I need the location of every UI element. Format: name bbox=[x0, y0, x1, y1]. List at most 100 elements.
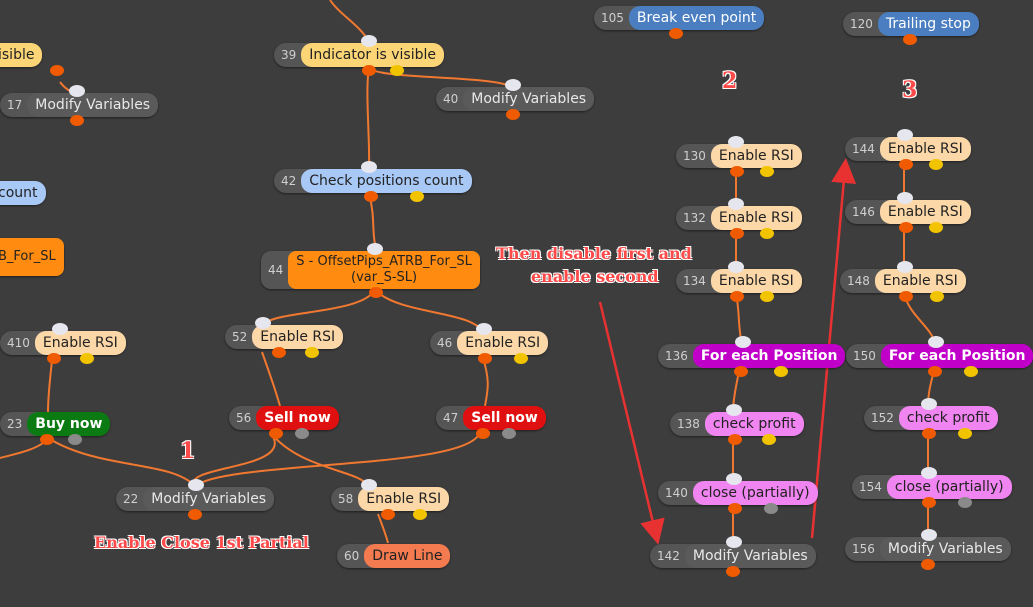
node-22-modify-variables[interactable]: 22 Modify Variables bbox=[116, 479, 275, 520]
alt-output-pin[interactable] bbox=[68, 434, 82, 445]
alt-output-pin[interactable] bbox=[760, 166, 774, 177]
alt-output-pin[interactable] bbox=[502, 428, 516, 439]
input-pin[interactable] bbox=[897, 129, 913, 141]
alt-output-pin[interactable] bbox=[410, 191, 424, 202]
alt-output-pin[interactable] bbox=[774, 366, 788, 377]
alt-output-pin[interactable] bbox=[762, 434, 776, 445]
output-pin[interactable] bbox=[272, 347, 286, 358]
alt-output-pin[interactable] bbox=[413, 509, 427, 520]
input-pin[interactable] bbox=[255, 317, 271, 329]
output-pin[interactable] bbox=[730, 291, 744, 302]
output-pin[interactable] bbox=[921, 559, 935, 570]
input-pin[interactable] bbox=[476, 323, 492, 335]
node-indicator-visible-partial[interactable]: isible bbox=[0, 43, 64, 76]
node-42-check-positions-count[interactable]: 42 Check positions count bbox=[274, 161, 472, 202]
input-pin[interactable] bbox=[928, 336, 944, 348]
alt-output-pin[interactable] bbox=[514, 353, 528, 364]
output-pin[interactable] bbox=[40, 434, 54, 445]
alt-output-pin[interactable] bbox=[80, 353, 94, 364]
alt-output-pin[interactable] bbox=[390, 65, 404, 76]
alt-output-pin[interactable] bbox=[964, 366, 978, 377]
node-132-enable-rsi[interactable]: 132 Enable RSI bbox=[676, 198, 802, 239]
alt-output-pin[interactable] bbox=[958, 497, 972, 508]
input-pin[interactable] bbox=[361, 35, 377, 47]
alt-output-pin[interactable] bbox=[930, 291, 944, 302]
node-138-check-profit[interactable]: 138 check profit bbox=[670, 404, 804, 445]
input-pin[interactable] bbox=[735, 336, 751, 348]
input-pin[interactable] bbox=[897, 192, 913, 204]
alt-output-pin[interactable] bbox=[764, 503, 778, 514]
alt-output-pin[interactable] bbox=[305, 347, 319, 358]
alt-output-pin[interactable] bbox=[929, 159, 943, 170]
output-pin[interactable] bbox=[928, 366, 942, 377]
input-pin[interactable] bbox=[188, 479, 204, 491]
input-pin[interactable] bbox=[505, 79, 521, 91]
output-pin[interactable] bbox=[269, 428, 283, 439]
output-pin[interactable] bbox=[726, 566, 740, 577]
input-pin[interactable] bbox=[726, 473, 742, 485]
node-52-enable-rsi[interactable]: 52 Enable RSI bbox=[225, 317, 344, 358]
input-pin[interactable] bbox=[921, 398, 937, 410]
output-pin[interactable] bbox=[922, 497, 936, 508]
node-150-for-each-position[interactable]: 150 For each Position bbox=[846, 336, 1033, 377]
node-156-modify-variables[interactable]: 156 Modify Variables bbox=[845, 529, 1011, 570]
node-134-enable-rsi[interactable]: 134 Enable RSI bbox=[676, 261, 802, 302]
node-offset-sl-partial[interactable]: B_For_SL bbox=[0, 238, 64, 276]
output-pin[interactable] bbox=[381, 509, 395, 520]
alt-output-pin[interactable] bbox=[295, 428, 309, 439]
alt-output-pin[interactable] bbox=[929, 222, 943, 233]
node-56-sell-now[interactable]: 56 Sell now bbox=[229, 406, 339, 439]
output-pin[interactable] bbox=[728, 434, 742, 445]
alt-output-pin[interactable] bbox=[760, 291, 774, 302]
output-pin[interactable] bbox=[47, 353, 61, 364]
input-pin[interactable] bbox=[69, 85, 85, 97]
input-pin[interactable] bbox=[361, 161, 377, 173]
output-pin[interactable] bbox=[364, 191, 378, 202]
output-pin[interactable] bbox=[899, 159, 913, 170]
input-pin[interactable] bbox=[361, 479, 377, 491]
input-pin[interactable] bbox=[726, 536, 742, 548]
node-44-offset-pips[interactable]: 44 S - OffsetPips_ATRB_For_SL (var_S-SL) bbox=[261, 243, 480, 298]
output-pin[interactable] bbox=[669, 28, 683, 39]
node-105-break-even-point[interactable]: 105 Break even point bbox=[594, 6, 765, 39]
node-154-close-partially[interactable]: 154 close (partially) bbox=[852, 467, 1012, 508]
input-pin[interactable] bbox=[728, 136, 744, 148]
alt-output-pin[interactable] bbox=[760, 228, 774, 239]
node-58-enable-rsi[interactable]: 58 Enable RSI bbox=[331, 479, 450, 520]
node-140-close-partially[interactable]: 140 close (partially) bbox=[658, 473, 818, 514]
node-148-enable-rsi[interactable]: 148 Enable RSI bbox=[840, 261, 966, 302]
output-pin[interactable] bbox=[188, 509, 202, 520]
output-pin[interactable] bbox=[899, 222, 913, 233]
node-120-trailing-stop[interactable]: 120 Trailing stop bbox=[843, 12, 979, 45]
output-pin[interactable] bbox=[506, 109, 520, 120]
output-pin[interactable] bbox=[728, 503, 742, 514]
node-23-buy-now[interactable]: 23 Buy now bbox=[0, 412, 111, 445]
output-pin[interactable] bbox=[362, 65, 376, 76]
input-pin[interactable] bbox=[921, 467, 937, 479]
node-17-modify-variables[interactable]: 17 Modify Variables bbox=[0, 85, 159, 126]
node-410-enable-rsi[interactable]: 410 Enable RSI bbox=[0, 323, 126, 364]
node-146-enable-rsi[interactable]: 146 Enable RSI bbox=[845, 192, 971, 233]
node-46-enable-rsi[interactable]: 46 Enable RSI bbox=[430, 323, 549, 364]
output-pin[interactable] bbox=[369, 287, 383, 298]
output-pin[interactable] bbox=[734, 366, 748, 377]
node-152-check-profit[interactable]: 152 check profit bbox=[864, 398, 998, 439]
output-pin[interactable] bbox=[478, 353, 492, 364]
input-pin[interactable] bbox=[726, 404, 742, 416]
node-130-enable-rsi[interactable]: 130 Enable RSI bbox=[676, 136, 802, 177]
node-144-enable-rsi[interactable]: 144 Enable RSI bbox=[845, 129, 971, 170]
output-pin[interactable] bbox=[730, 228, 744, 239]
node-60-draw-line[interactable]: 60 Draw Line bbox=[337, 544, 451, 568]
node-142-modify-variables[interactable]: 142 Modify Variables bbox=[650, 536, 816, 577]
alt-output-pin[interactable] bbox=[958, 428, 972, 439]
node-39-indicator-is-visible[interactable]: 39 Indicator is visible bbox=[274, 35, 444, 76]
input-pin[interactable] bbox=[367, 243, 383, 255]
node-40-modify-variables[interactable]: 40 Modify Variables bbox=[436, 79, 595, 120]
output-pin[interactable] bbox=[899, 291, 913, 302]
output-pin[interactable] bbox=[70, 115, 84, 126]
output-pin[interactable] bbox=[476, 428, 490, 439]
output-pin[interactable] bbox=[50, 65, 64, 76]
output-pin[interactable] bbox=[730, 166, 744, 177]
input-pin[interactable] bbox=[728, 261, 744, 273]
output-pin[interactable] bbox=[922, 428, 936, 439]
